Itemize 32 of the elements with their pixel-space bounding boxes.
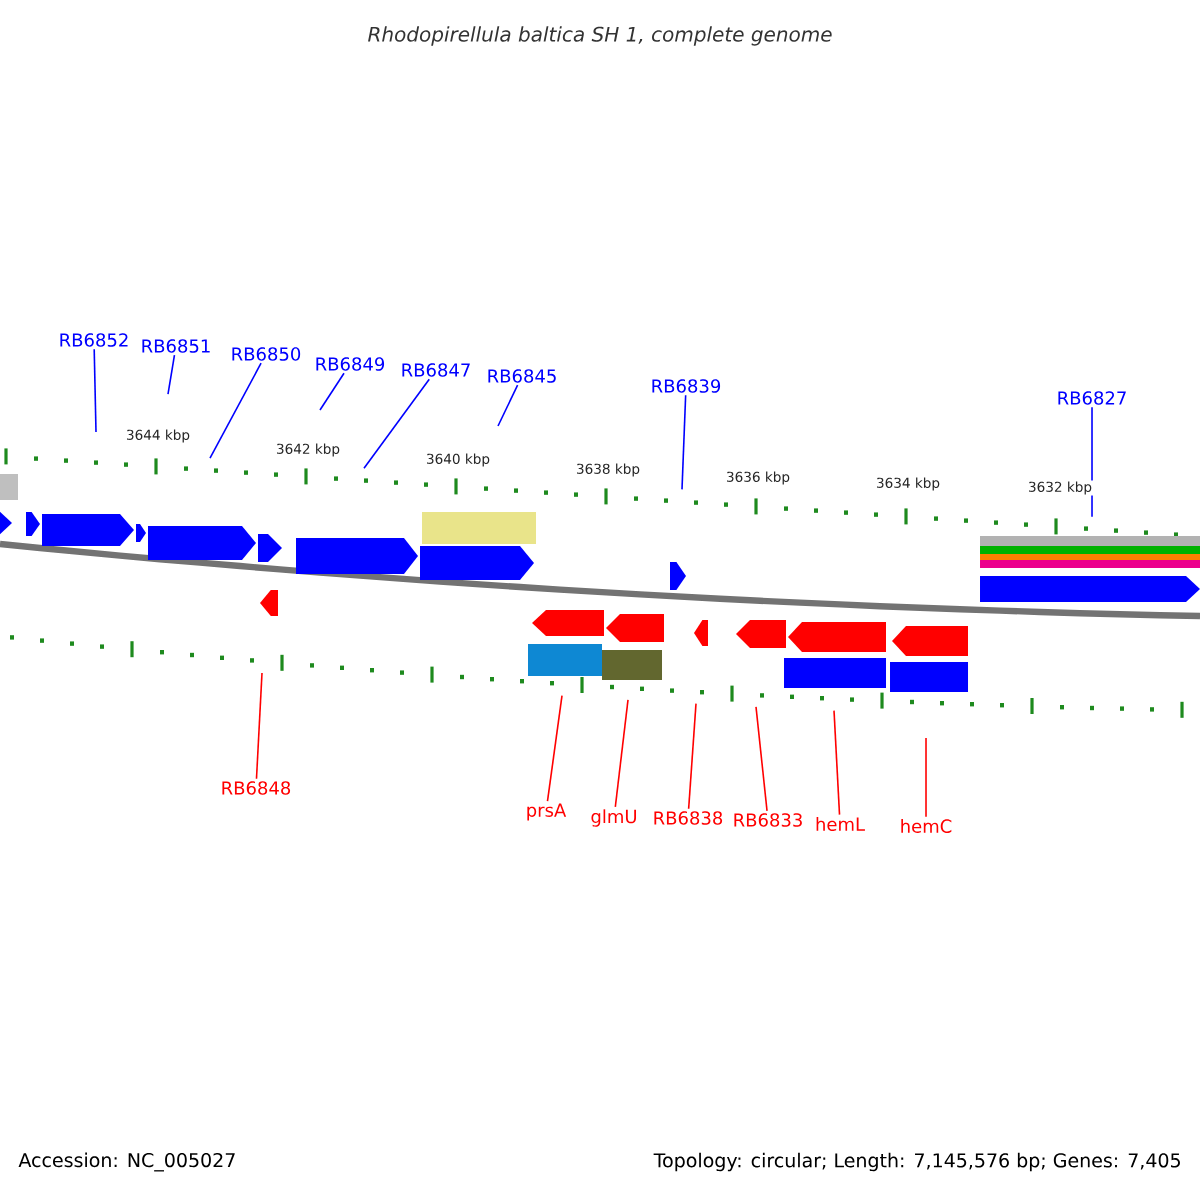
map-title: Rhodopirellula baltica SH 1, complete genome	[368, 26, 832, 46]
footer-text: Topology: circular; Length: 7,145,576 bp; Genes: 7,405	[653, 1152, 1180, 1172]
leader-line	[167, 354, 176, 395]
gene-label: hemL	[816, 817, 865, 831]
leader-line	[497, 384, 519, 427]
leader-line	[93, 348, 97, 433]
gene-label: RB6847	[402, 363, 470, 377]
gene-label: RB6838	[654, 811, 723, 825]
leader-line	[363, 378, 431, 469]
gene-label: RB6848	[222, 781, 291, 795]
gene-label: RB6851	[142, 339, 210, 353]
gene-label: RB6850	[232, 347, 301, 361]
gene-label: glmU	[591, 809, 636, 827]
gene-label: prsA	[527, 803, 567, 821]
leader-line	[546, 694, 563, 802]
leader-line	[687, 702, 697, 810]
leader-line	[755, 706, 768, 812]
leader-line	[255, 672, 263, 780]
leader-line	[833, 709, 841, 816]
gene-label: RB6849	[316, 357, 385, 371]
gene-label: RB6827	[1058, 391, 1126, 405]
gene-label: RB6839	[652, 379, 721, 393]
gene-label: RB6833	[734, 813, 802, 827]
leader-line	[681, 394, 687, 491]
leader-line	[925, 737, 927, 818]
gene-label: RB6852	[60, 333, 128, 347]
leader-line	[209, 362, 262, 459]
gene-label: RB6845	[488, 369, 556, 383]
leader-line	[319, 372, 345, 411]
footer-text: Accession: NC_005027	[18, 1152, 235, 1172]
gene-label: hemC	[901, 819, 952, 833]
leader-line	[614, 699, 629, 808]
